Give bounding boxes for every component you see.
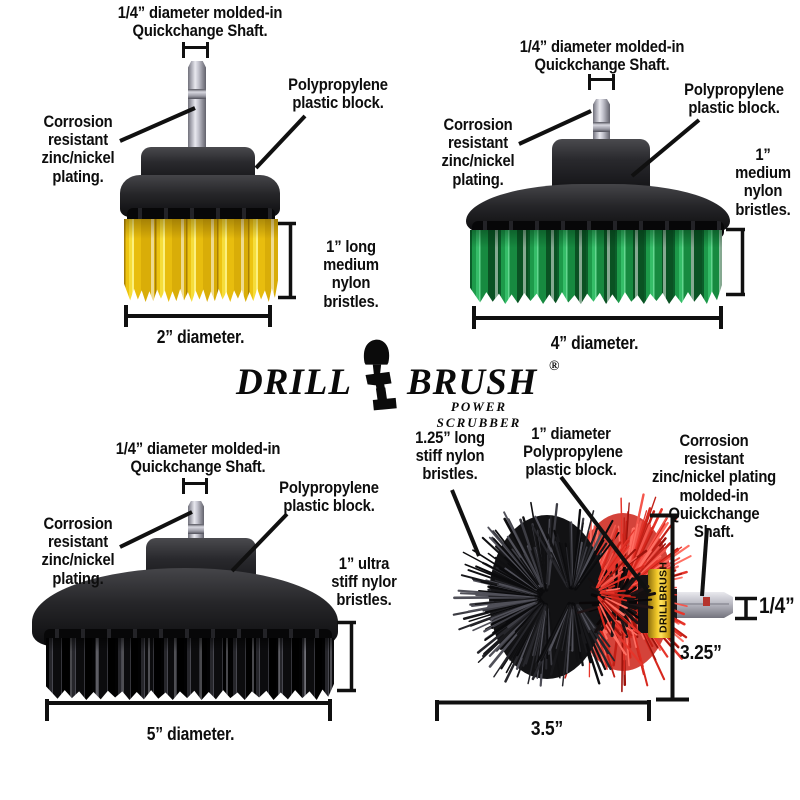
dim-line-length-br [650, 513, 689, 702]
callout-shaft-br [700, 527, 709, 597]
label-bristles-tr: 1” medium nylon bristles. [735, 145, 791, 219]
label-block-tr: Polypropylene plastic block. [684, 80, 784, 118]
black-bristle-spikes [452, 501, 620, 687]
hex-shaft [188, 61, 206, 153]
dim-bracket-bristle-bl [337, 620, 356, 693]
callout-bristles-br [450, 489, 481, 557]
label-plating-bl: Corrosion resistant zinc/nickel plating. [41, 514, 115, 588]
label-shaft-tl: 1/4” diameter molded-in Quickchange Shaf… [117, 3, 283, 41]
dim-bracket-quarter-br [735, 596, 757, 621]
yellow-bristles [124, 219, 278, 302]
callout-block-tr [630, 118, 701, 178]
dim-line-diameter-tl [124, 305, 272, 327]
label-block-bl: Polypropylene plastic block. [279, 478, 379, 516]
label-shaft-br: Corrosion resistant zinc/nickel plating … [651, 431, 777, 541]
label-diameter-bl: 5” diameter. [146, 724, 235, 744]
dim-line-diameter-bl [45, 699, 332, 721]
label-block-br: 1” diameter Polypropylene plastic block. [523, 424, 623, 480]
label-bristles-bl: 1” ultra stiff nylor bristles. [331, 554, 397, 610]
registered-trademark: ® [549, 359, 560, 374]
callout-plating-bl [119, 510, 193, 549]
label-plating-tr: Corrosion resistant zinc/nickel plating. [441, 115, 515, 189]
callout-plating-tl [119, 106, 196, 143]
label-length-dim-br: 3.25” [680, 642, 722, 664]
core-tuft-spikes [576, 528, 657, 654]
label-bristles-br: 1.25” long stiff nylon bristles. [415, 428, 485, 484]
label-bristles-tl: 1” long medium nylon bristles. [323, 237, 379, 311]
dim-bracket-shaft-tr [588, 74, 615, 90]
callout-block-tl [254, 114, 307, 170]
dim-bracket-bristle-tl [278, 221, 296, 300]
callout-plating-tr [518, 109, 592, 146]
label-diameter-tl: 2” diameter. [156, 327, 245, 347]
label-diameter-tr: 4” diameter. [550, 333, 639, 353]
dim-bracket-shaft-tl [182, 42, 209, 58]
label-block-tl: Polypropylene plastic block. [288, 75, 388, 113]
black-bristles [46, 638, 334, 700]
logo-tagline: POWER SCRUBBER [436, 399, 522, 430]
dim-line-width-br [435, 700, 651, 721]
logo-word-brush: BRUSH [407, 362, 538, 403]
label-plating-tl: Corrosion resistant zinc/nickel plating. [41, 112, 115, 186]
drill-icon [363, 339, 397, 411]
collar-label: DRILLBRUSH [658, 562, 670, 633]
callout-block-br [559, 475, 651, 595]
dim-bracket-bristle-tr [726, 227, 745, 297]
green-bristles [470, 230, 722, 304]
label-shaft-tr: 1/4” diameter molded-in Quickchange Shaf… [519, 37, 685, 75]
label-width-dim-br: 3.5” [530, 718, 564, 740]
shaft-red-mark [703, 597, 710, 606]
plastic-block-top [552, 139, 650, 191]
dim-line-diameter-tr [472, 306, 723, 329]
logo-word-drill: DRILL [236, 362, 352, 403]
label-quarter-dim-br: 1/4” [759, 593, 795, 618]
dim-bracket-shaft-bl [182, 478, 208, 494]
callout-block-bl [230, 512, 289, 573]
collar: DRILLBRUSH [638, 562, 674, 638]
label-shaft-bl: 1/4” diameter molded-in Quickchange Shaf… [115, 439, 281, 477]
